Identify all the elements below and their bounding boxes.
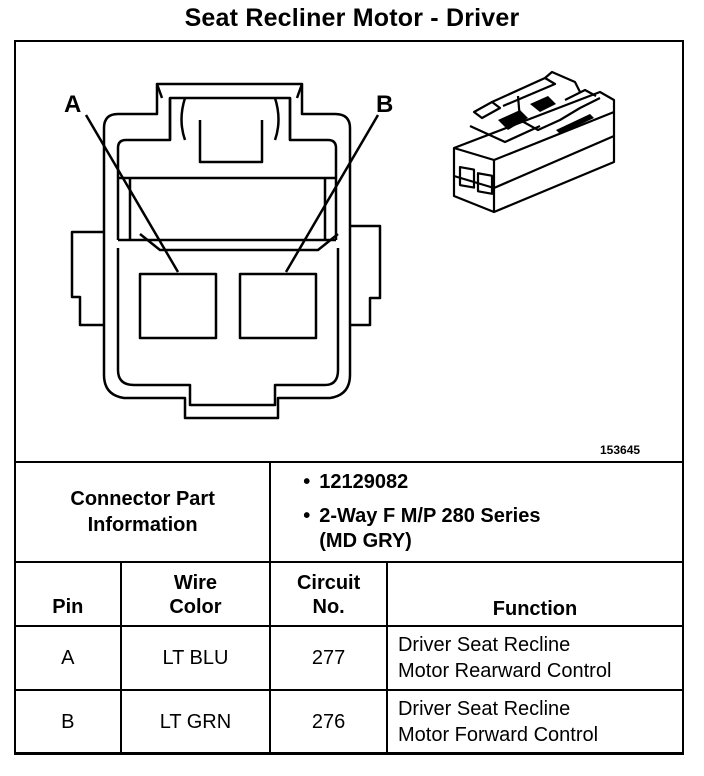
pin-a-leader	[84, 114, 180, 273]
row-b-wire-color: LT GRN	[119, 689, 272, 755]
connector-face-outline	[102, 240, 352, 420]
latch-window	[198, 120, 264, 164]
row-a-pin: A	[14, 625, 122, 691]
connector-part-label-line2: Information	[87, 514, 198, 536]
row-b-function: Driver Seat Recline Motor Forward Contro…	[385, 689, 685, 755]
connector-part-details: 12129082 2-Way F M/P 280 Series (MD GRY)	[269, 461, 684, 563]
pin-a-cavity	[138, 272, 218, 340]
header-wire-text: Wire	[173, 572, 218, 594]
header-pin: Pin	[14, 561, 122, 627]
header-function-text: Function	[492, 598, 578, 620]
top-housing	[102, 82, 352, 240]
row-b-pin: B	[14, 689, 122, 755]
header-function: Function	[385, 561, 685, 627]
left-side-latch	[70, 230, 104, 327]
header-wire-color: Wire Color	[119, 561, 272, 627]
pin-b-label: B	[376, 91, 393, 118]
row-b-function-line2: Motor Forward Control	[397, 724, 599, 746]
connector-part-label-line1: Connector Part	[70, 488, 215, 510]
header-pin-text: Pin	[52, 596, 84, 618]
table-row: A LT BLU 277 Driver Seat Recline Motor R…	[14, 625, 685, 691]
pin-b-leader	[284, 114, 380, 273]
connector-description: 2-Way F M/P 280 Series	[303, 504, 682, 529]
connector-iso-view	[452, 70, 616, 214]
connector-info-row: Connector Part Information 12129082 2-Wa…	[13, 461, 684, 563]
connector-inner-outline	[116, 248, 340, 407]
header-color-text: Color	[169, 596, 222, 618]
table-row: B LT GRN 276 Driver Seat Recline Motor F…	[14, 689, 685, 755]
row-a-wire-color: LT BLU	[119, 625, 272, 691]
header-no-text: No.	[312, 596, 345, 618]
row-b-function-line1: Driver Seat Recline	[397, 698, 571, 720]
row-a-function-line2: Motor Rearward Control	[397, 660, 612, 682]
row-b-circuit: 276	[269, 689, 388, 755]
connector-color: (MD GRY)	[319, 530, 412, 552]
table-header-row: Pin Wire Color Circuit No. Function	[14, 561, 685, 627]
connector-table: Connector Part Information 12129082 2-Wa…	[13, 461, 685, 755]
pin-a-label: A	[64, 91, 81, 118]
row-a-circuit: 277	[269, 625, 388, 691]
pin-b-cavity	[238, 272, 318, 340]
page-title: Seat Recliner Motor - Driver	[184, 4, 520, 32]
right-side-latch	[350, 224, 382, 327]
figure-id: 153645	[600, 443, 641, 457]
row-a-function: Driver Seat Recline Motor Rearward Contr…	[385, 625, 685, 691]
connector-part-info-label: Connector Part Information	[13, 461, 272, 563]
part-number: 12129082	[303, 470, 682, 495]
row-a-function-line1: Driver Seat Recline	[397, 634, 571, 656]
header-circuit-text: Circuit	[296, 572, 361, 594]
header-circuit: Circuit No.	[269, 561, 388, 627]
